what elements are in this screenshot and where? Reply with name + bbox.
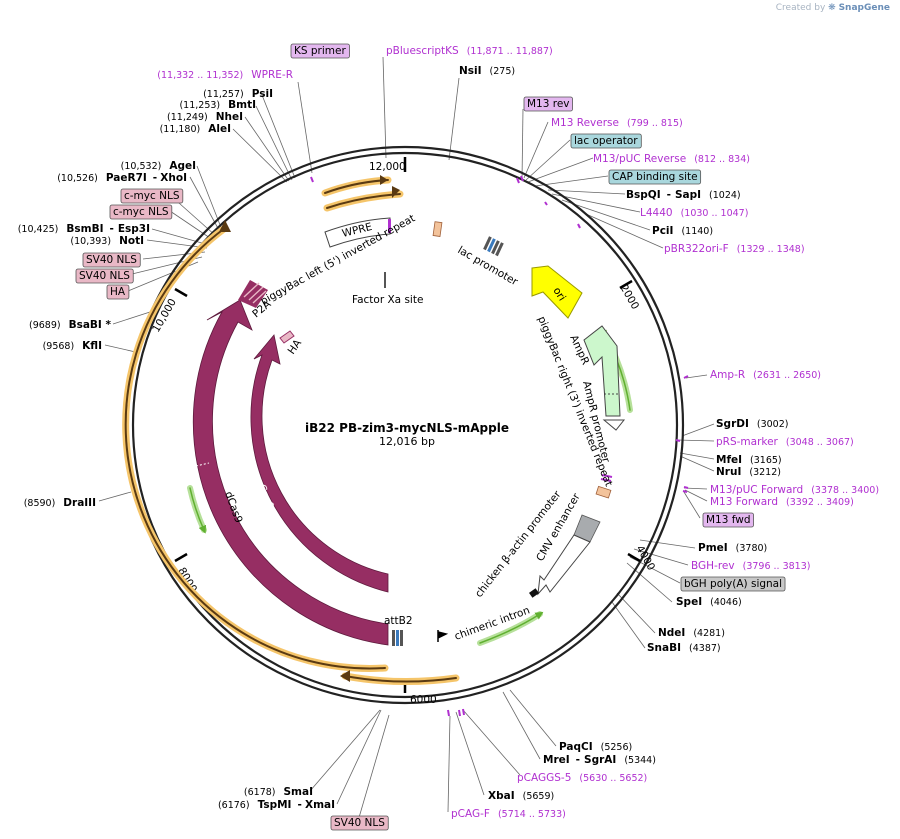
terminator-icon bbox=[437, 630, 449, 642]
svg-text:bGH poly(A) signal: bGH poly(A) signal bbox=[684, 578, 782, 590]
primer-prs-marker[interactable]: pRS-marker(3048 .. 3067) bbox=[716, 436, 854, 448]
tick-label-6000: 6000 bbox=[410, 694, 437, 706]
enzyme-kfli[interactable]: (9568)KflI bbox=[43, 340, 102, 352]
box-ha[interactable]: HA bbox=[106, 284, 130, 300]
box-bgh-polya[interactable]: bGH poly(A) signal bbox=[680, 576, 786, 592]
primer-ticks bbox=[310, 175, 689, 717]
svg-text:M13 rev: M13 rev bbox=[527, 98, 570, 110]
enzyme-alei[interactable]: (11,180)AleI bbox=[160, 123, 231, 135]
box-c-myc-nls-2[interactable]: c-myc NLS bbox=[109, 204, 173, 220]
enzyme-bspqi-sapi[interactable]: BspQI-SapI(1024) bbox=[626, 189, 741, 201]
primer-pcag-f[interactable]: pCAG-F(5714 .. 5733) bbox=[451, 808, 566, 820]
primer-labels: pBluescriptKS(11,871 .. 11,887) (11,332 … bbox=[157, 45, 879, 820]
feature-label-attb2: attB2 bbox=[384, 615, 413, 627]
enzyme-snabi[interactable]: SnaBI(4387) bbox=[647, 642, 721, 654]
svg-text:KS primer: KS primer bbox=[294, 45, 346, 57]
box-sv40-nls-bottom[interactable]: SV40 NLS bbox=[330, 815, 389, 831]
enzyme-tspmi-xmai[interactable]: (6176)TspMI-XmaI bbox=[218, 799, 335, 811]
primer-wpre-r[interactable]: (11,332 .. 11,352)WPRE-R bbox=[157, 69, 293, 81]
enzyme-paer7i-xhoi[interactable]: (10,526)PaeR7I-XhoI bbox=[57, 172, 187, 184]
box-sv40-nls-1[interactable]: SV40 NLS bbox=[82, 252, 141, 268]
enzyme-bmti[interactable]: (11,253)BmtI bbox=[179, 99, 256, 111]
enzyme-spei[interactable]: SpeI(4046) bbox=[676, 596, 742, 608]
svg-text:M13 fwd: M13 fwd bbox=[706, 514, 751, 526]
primer-amp-r[interactable]: Amp-R(2631 .. 2650) bbox=[710, 369, 821, 381]
primer-bgh-rev[interactable]: BGH-rev(3796 .. 3813) bbox=[691, 560, 810, 572]
box-sv40-nls-2[interactable]: SV40 NLS bbox=[75, 268, 134, 284]
boxed-labels: KS primer M13 rev lac operator CAP bindi… bbox=[75, 43, 786, 831]
peach-feature-top bbox=[432, 221, 443, 237]
enzyme-pmei[interactable]: PmeI(3780) bbox=[698, 542, 767, 554]
chicken-actin-feature bbox=[537, 534, 591, 596]
primer-m13-puc-forward[interactable]: M13/pUC Forward(3378 .. 3400) bbox=[710, 484, 879, 496]
svg-text:SV40 NLS: SV40 NLS bbox=[79, 270, 130, 282]
snapgene-watermark: Created by ❋ SnapGene bbox=[776, 3, 890, 13]
box-cap-binding-site[interactable]: CAP binding site bbox=[608, 169, 702, 185]
enzyme-psii[interactable]: (11,257)PsiI bbox=[203, 88, 273, 100]
box-lac-operator[interactable]: lac operator bbox=[570, 133, 642, 149]
plasmid-name: iB22 PB-zim3-mycNLS-mApple bbox=[305, 421, 509, 435]
lac-promoter-marks bbox=[483, 236, 504, 257]
enzyme-bsmbi-esp3i[interactable]: (10,425)BsmBI-Esp3I bbox=[18, 223, 150, 235]
enzyme-mfei[interactable]: MfeI(3165) bbox=[716, 454, 782, 466]
attb2-marks bbox=[392, 630, 403, 646]
enzyme-pcii[interactable]: PciI(1140) bbox=[652, 225, 713, 237]
dcas9-feature bbox=[192, 299, 389, 646]
enzyme-nrui[interactable]: NruI(3212) bbox=[716, 466, 781, 478]
ampr-feature bbox=[583, 325, 621, 417]
watermark-brand: SnapGene bbox=[838, 3, 890, 13]
enzyme-nhei[interactable]: (11,249)NheI bbox=[167, 111, 243, 123]
feature-label-factor-xa: Factor Xa site bbox=[352, 294, 423, 306]
svg-text:SV40 NLS: SV40 NLS bbox=[86, 254, 137, 266]
svg-text:c-myc NLS: c-myc NLS bbox=[124, 190, 180, 202]
snapgene-logo-icon: ❋ bbox=[828, 3, 836, 13]
enzyme-sgrdi[interactable]: SgrDI(3002) bbox=[716, 418, 788, 430]
enzyme-ndei[interactable]: NdeI(4281) bbox=[658, 627, 725, 639]
svg-text:c-myc NLS: c-myc NLS bbox=[113, 206, 169, 218]
svg-text:SV40 NLS: SV40 NLS bbox=[334, 817, 385, 829]
svg-text:HA: HA bbox=[110, 286, 126, 298]
enzyme-nsii[interactable]: NsiI(275) bbox=[459, 65, 515, 77]
tick-label-12000: 12,000 bbox=[369, 161, 406, 173]
leader-lines bbox=[98, 56, 715, 822]
enzyme-bsabi[interactable]: (9689)BsaBI * bbox=[29, 319, 111, 331]
enzyme-paqci[interactable]: PaqCI(5256) bbox=[559, 741, 632, 753]
primer-l4440[interactable]: L4440(1030 .. 1047) bbox=[640, 207, 748, 219]
enzyme-xbai[interactable]: XbaI(5659) bbox=[488, 790, 554, 802]
primer-m13-puc-reverse[interactable]: M13/pUC Reverse(812 .. 834) bbox=[593, 153, 750, 165]
svg-text:lac operator: lac operator bbox=[574, 135, 638, 147]
enzyme-noti[interactable]: (10,393)NotI bbox=[70, 235, 144, 247]
factor-xa-mark bbox=[384, 272, 386, 288]
box-m13-fwd[interactable]: M13 fwd bbox=[702, 512, 754, 528]
enzyme-mrei-sgrai[interactable]: MreI-SgrAI(5344) bbox=[543, 754, 656, 766]
backbone-inner bbox=[131, 151, 679, 699]
primer-pcaggs-5[interactable]: pCAGGS-5(5630 .. 5652) bbox=[517, 772, 647, 784]
enzyme-agei[interactable]: (10,532)AgeI bbox=[121, 160, 196, 172]
primer-pbr322ori-f[interactable]: pBR322ori-F(1329 .. 1348) bbox=[664, 243, 805, 255]
enzyme-labels: NsiI(275) BspQI-SapI(1024) PciI(1140) Sg… bbox=[18, 65, 789, 811]
watermark-prefix: Created by bbox=[775, 3, 826, 13]
primer-pbluescriptks[interactable]: pBluescriptKS(11,871 .. 11,887) bbox=[386, 45, 553, 57]
ha-feature bbox=[279, 330, 295, 344]
peach-feature-right bbox=[595, 485, 612, 499]
p2a-nls-stack bbox=[238, 280, 268, 308]
box-c-myc-nls-1[interactable]: c-myc NLS bbox=[120, 188, 184, 204]
tick-label-2000: 2000 bbox=[617, 283, 641, 312]
box-m13-rev[interactable]: M13 rev bbox=[523, 96, 573, 112]
ampr-promoter-feature bbox=[602, 419, 626, 431]
svg-text:CAP binding site: CAP binding site bbox=[612, 171, 698, 183]
primer-m13-forward[interactable]: M13 Forward(3392 .. 3409) bbox=[710, 496, 854, 508]
enzyme-smai[interactable]: (6178)SmaI bbox=[244, 786, 313, 798]
plasmid-size: 12,016 bp bbox=[379, 435, 435, 448]
ori-feature bbox=[531, 265, 583, 319]
primer-m13-reverse[interactable]: M13 Reverse(799 .. 815) bbox=[551, 117, 683, 129]
enzyme-draiii[interactable]: (8590)DraIII bbox=[24, 497, 96, 509]
cas9-feature bbox=[250, 334, 389, 593]
box-ks-primer[interactable]: KS primer bbox=[290, 43, 350, 59]
